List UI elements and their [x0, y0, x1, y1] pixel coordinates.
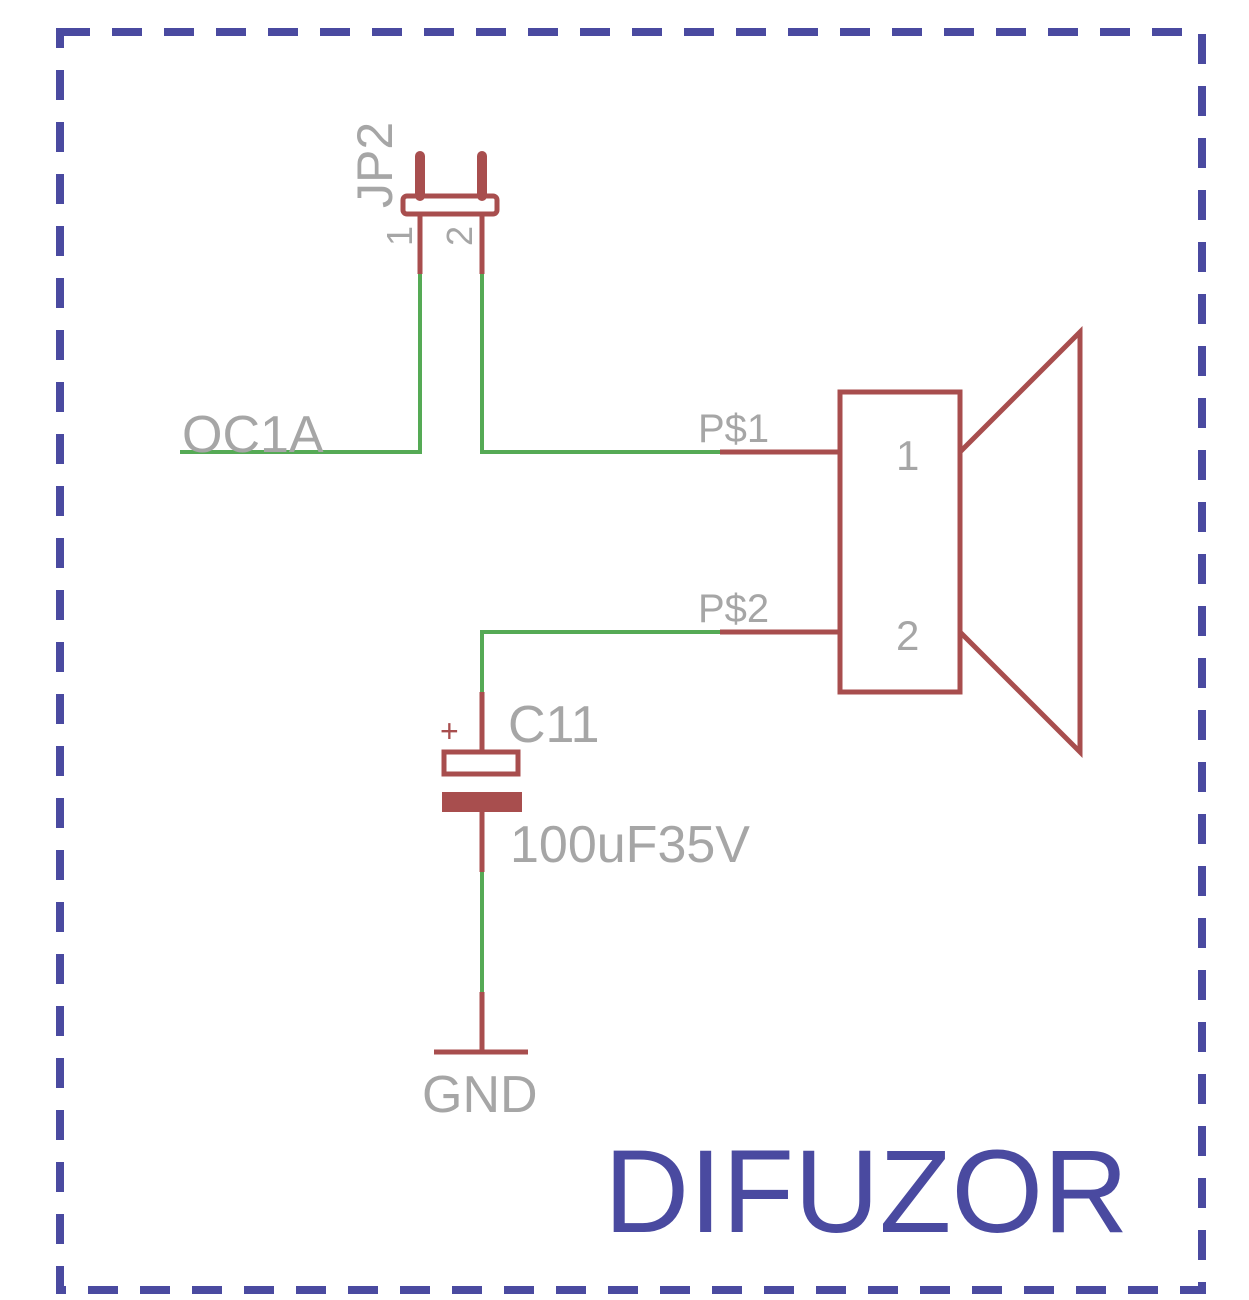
capacitor-negative-plate [442, 792, 522, 812]
gnd-symbol: GND [422, 992, 538, 1124]
sheet-frame [56, 28, 1206, 1294]
capacitor-name-label: C11 [508, 696, 600, 754]
speaker-pin1-name: P$1 [698, 407, 769, 451]
speaker-cone [957, 325, 1083, 759]
jumper-jp2: JP2 1 2 [347, 122, 500, 274]
capacitor-polarity-mark: + [440, 713, 459, 749]
speaker-pin2-name: P$2 [698, 587, 769, 631]
oc1a-net-label: OC1A [182, 406, 324, 464]
sheet-title: DIFUZOR [604, 1126, 1128, 1258]
wire-p1-net [480, 274, 720, 454]
capacitor-value-label: 100uF35V [510, 816, 750, 874]
jumper-pin1-label: 1 [379, 226, 420, 246]
speaker: P$1 P$2 1 2 [698, 325, 1083, 759]
capacitor-c11: + C11 100uF35V [440, 692, 750, 874]
wire-p2-net [480, 630, 720, 692]
jumper-pin2-label: 2 [439, 226, 480, 246]
speaker-pin2-number: 2 [896, 612, 919, 659]
jumper-bridge [400, 193, 500, 217]
wires [180, 274, 720, 992]
capacitor-positive-plate [441, 749, 521, 777]
speaker-pin1-number: 1 [896, 432, 919, 479]
jumper-name-label: JP2 [347, 122, 403, 208]
wire-oc1a-net [180, 274, 422, 454]
gnd-label: GND [422, 1066, 538, 1124]
